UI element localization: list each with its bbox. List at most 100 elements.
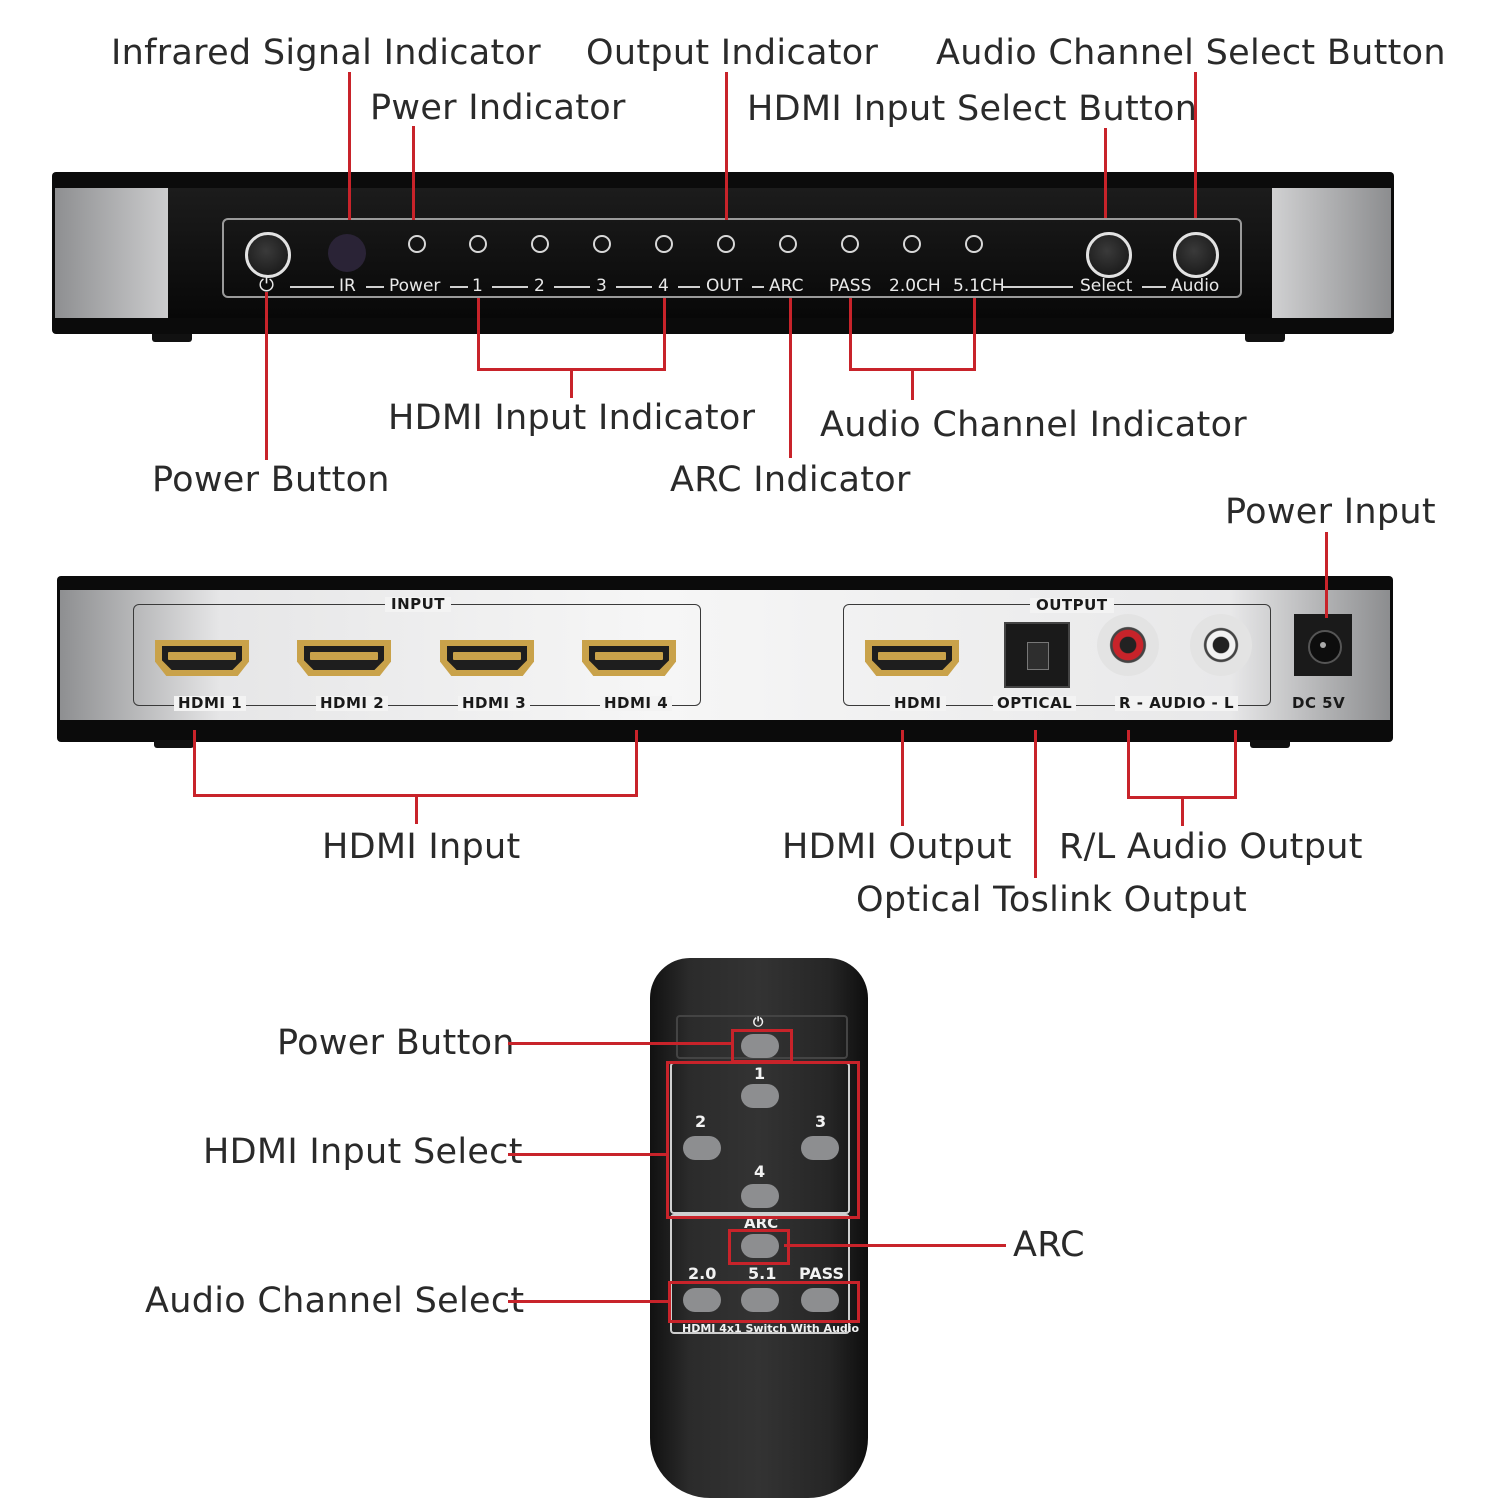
label-hdmi4: HDMI 4 (600, 696, 673, 711)
front-audio-button[interactable] (1173, 232, 1219, 278)
front-label-power: Power (389, 276, 441, 296)
hdmi-port-1 (155, 640, 249, 676)
callout-power-input: Power Input (1225, 492, 1436, 532)
label-hdmi1: HDMI 1 (174, 696, 247, 711)
front-dash (492, 286, 528, 288)
foot-right (1250, 740, 1290, 748)
foot-left (154, 740, 194, 748)
front-label-pass: PASS (829, 276, 872, 296)
remote-label-20: 2.0 (688, 1264, 717, 1283)
highlight-remote-audio (668, 1281, 860, 1323)
remote-arc-button[interactable] (741, 1234, 779, 1258)
callout-remote-power-button: Power Button (277, 1023, 515, 1063)
callout-arc-indicator: ARC Indicator (670, 460, 911, 500)
leader-audio-button (1194, 72, 1197, 218)
hdmi-output-port (865, 640, 959, 676)
remote-input-4-button[interactable] (741, 1184, 779, 1208)
remote-label-arc: ARC (744, 1214, 779, 1232)
front-label-ir: IR (339, 276, 356, 296)
front-label-2ch: 2.0CH (889, 276, 941, 296)
remote-model-label: HDMI 4x1 Switch With Audio (682, 1322, 860, 1335)
front-label-select: Select (1080, 276, 1133, 296)
front-dash (616, 286, 652, 288)
leader-output-indicator (725, 72, 728, 220)
callout-hdmi-input-select-button: HDMI Input Select Button (747, 89, 1198, 129)
front-label-2: 2 (534, 276, 545, 296)
remote-20-button[interactable] (683, 1288, 721, 1312)
led-out (717, 235, 735, 253)
label-optical: OPTICAL (993, 696, 1077, 711)
front-label-audio: Audio (1171, 276, 1220, 296)
led-pass (841, 235, 859, 253)
leader-remote-power (508, 1042, 732, 1045)
front-dash (752, 286, 764, 288)
bracket-hdmi-input-stem (570, 368, 573, 398)
foot-right (1245, 334, 1285, 342)
callout-hdmi-input: HDMI Input (322, 827, 521, 867)
led-input-4 (655, 235, 673, 253)
leader-remote-audio (508, 1300, 670, 1303)
bracket-rl-stem (1181, 796, 1184, 826)
remote-input-2-button[interactable] (683, 1136, 721, 1160)
callout-infrared-signal-indicator: Infrared Signal Indicator (111, 33, 541, 73)
front-label-out: OUT (706, 276, 743, 296)
bracket-rl-right (1234, 730, 1237, 798)
hdmi-port-2 (297, 640, 391, 676)
led-2ch (903, 235, 921, 253)
remote-input-3-button[interactable] (801, 1136, 839, 1160)
remote-label-1: 1 (754, 1064, 766, 1083)
remote-label-4: 4 (754, 1162, 766, 1181)
front-dash (1003, 286, 1073, 288)
leader-remote-input (508, 1153, 668, 1156)
highlight-remote-arc (728, 1229, 790, 1265)
remote-label-2: 2 (695, 1112, 707, 1131)
callout-hdmi-output: HDMI Output (782, 827, 1012, 867)
led-input-1 (469, 235, 487, 253)
remote-pass-button[interactable] (801, 1288, 839, 1312)
front-dash (366, 286, 384, 288)
rca-right-port (1097, 614, 1159, 676)
remote-label-51: 5.1 (748, 1264, 777, 1283)
callout-power-button: Power Button (152, 460, 390, 500)
bracket-audio-left (849, 298, 852, 370)
led-input-2 (531, 235, 549, 253)
front-select-button[interactable] (1086, 232, 1132, 278)
callout-audio-channel-select-button: Audio Channel Select Button (936, 33, 1446, 73)
hdmi-port-4 (582, 640, 676, 676)
leader-power-input (1325, 532, 1328, 618)
bracket-hdmi-input-left (477, 298, 480, 370)
leader-infrared (348, 72, 351, 220)
label-audio: R - AUDIO - L (1115, 696, 1239, 711)
callout-remote-hdmi-input-select: HDMI Input Select (203, 1132, 523, 1172)
led-power (408, 235, 426, 253)
remote-label-pass: PASS (799, 1264, 844, 1283)
bracket-audio-stem (911, 368, 914, 400)
remote-label-3: 3 (815, 1112, 827, 1131)
callout-audio-channel-indicator: Audio Channel Indicator (820, 405, 1247, 445)
rca-left-port (1190, 614, 1252, 676)
remote-51-button[interactable] (741, 1288, 779, 1312)
front-power-button[interactable] (245, 232, 291, 278)
bracket-audio-right (973, 298, 976, 370)
led-arc (779, 235, 797, 253)
front-dash (290, 286, 334, 288)
front-dash (450, 286, 468, 288)
output-group-title: OUTPUT (1030, 598, 1114, 613)
leader-remote-arc (784, 1244, 1006, 1247)
front-dash (1142, 286, 1166, 288)
remote-input-1-button[interactable] (741, 1084, 779, 1108)
highlight-remote-power (731, 1029, 793, 1063)
remote-power-button[interactable] (741, 1034, 779, 1058)
foot-left (152, 334, 192, 342)
callout-power-indicator: Pwer Indicator (370, 88, 626, 128)
callout-rl-audio-output: R/L Audio Output (1059, 827, 1363, 867)
remote-audio-frame (670, 1214, 850, 1334)
dc-port (1294, 614, 1352, 676)
label-hdmi3: HDMI 3 (458, 696, 531, 711)
callout-hdmi-input-indicator: HDMI Input Indicator (388, 398, 756, 438)
optical-port (1004, 622, 1070, 688)
led-input-3 (593, 235, 611, 253)
front-label-arc: ARC (769, 276, 804, 296)
leader-power-indicator (412, 126, 415, 220)
leader-hdmi-output (901, 730, 904, 826)
